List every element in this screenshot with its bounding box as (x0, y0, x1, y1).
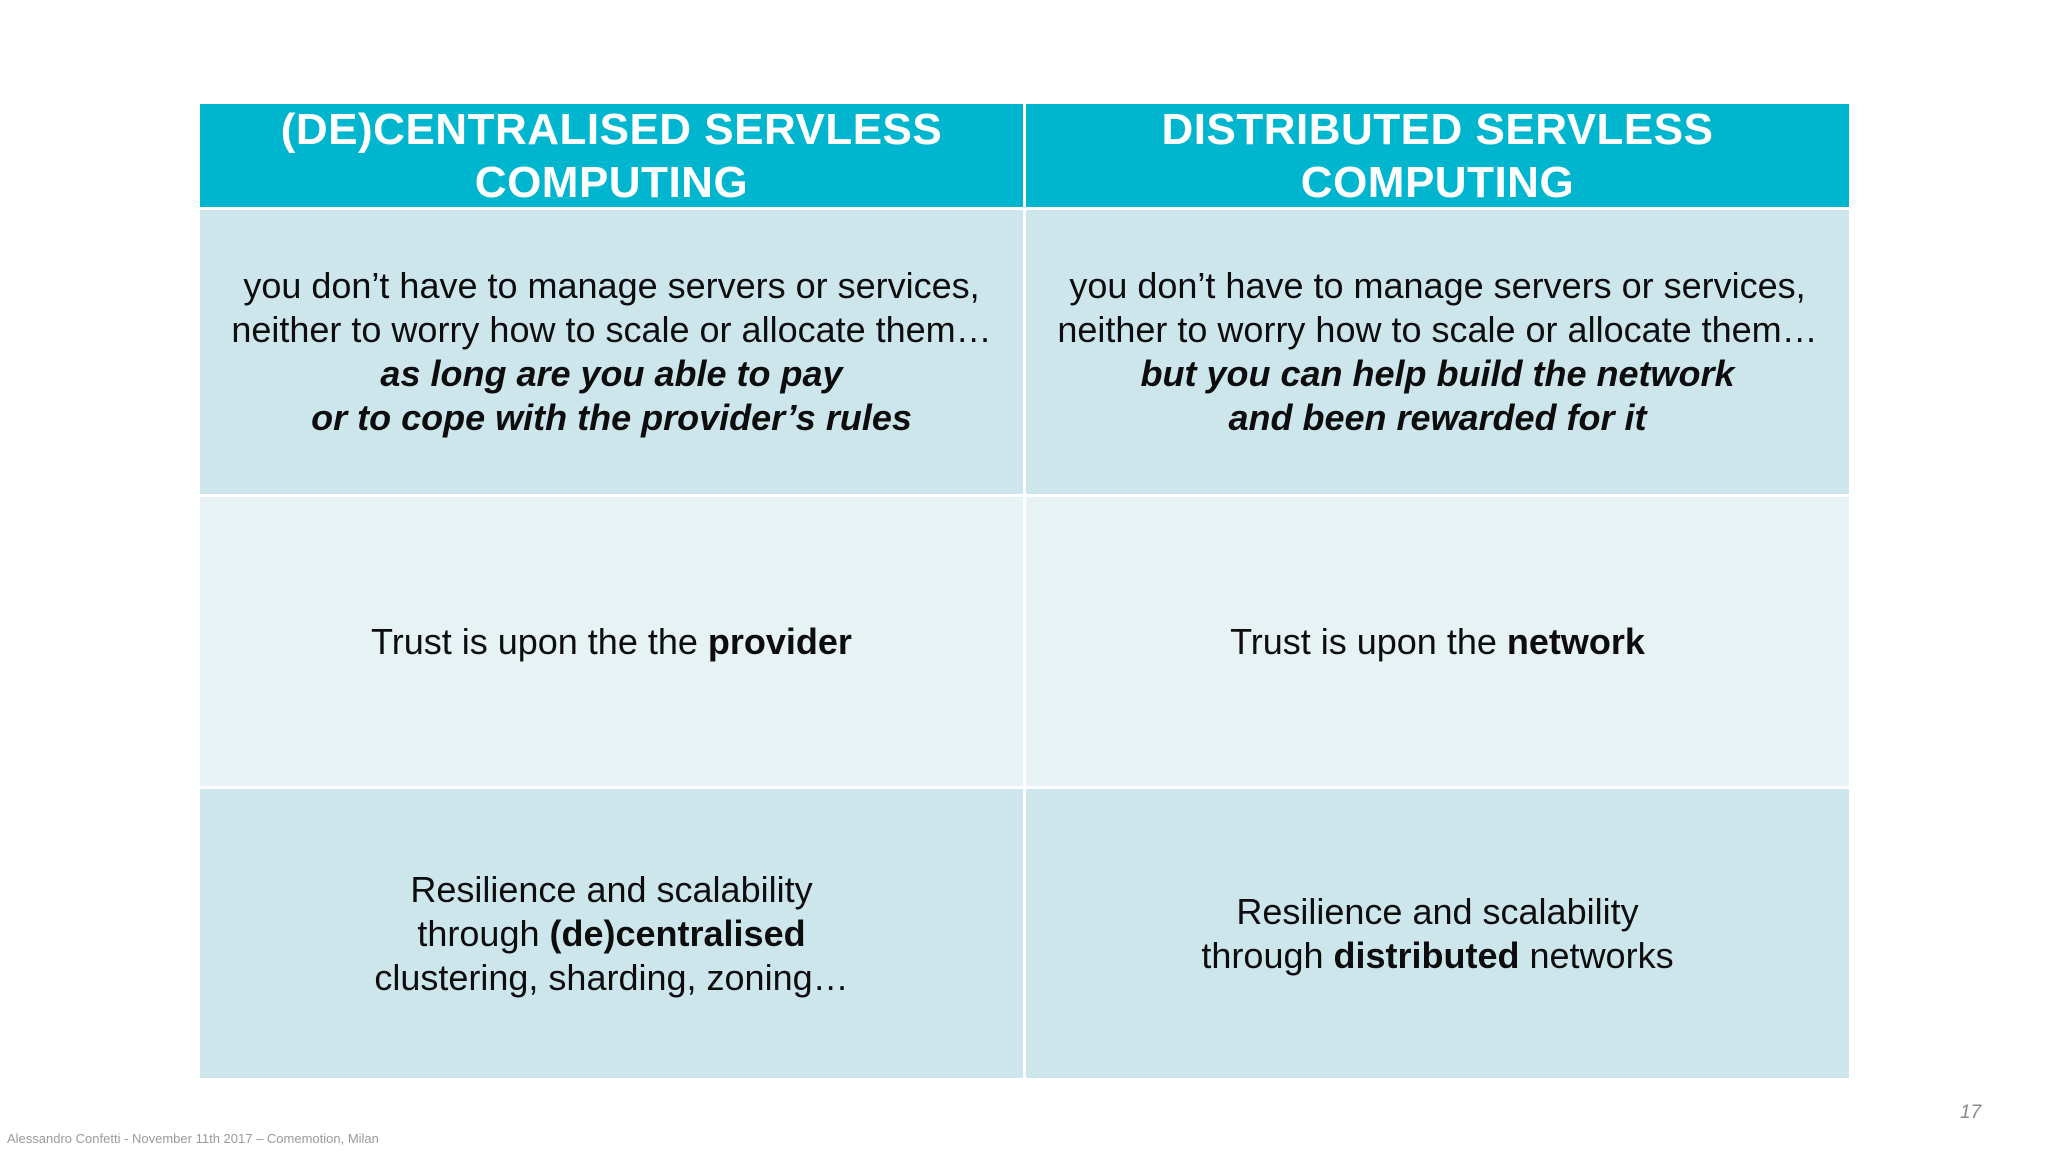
management-decentralised-text: you don’t have to manage servers or serv… (231, 264, 991, 440)
header-distributed: DISTRIBUTED SERVLESS COMPUTING (1026, 104, 1849, 207)
bold-fragment: provider (707, 620, 852, 662)
emphasis-line: and been rewarded for it (1228, 397, 1647, 438)
bold-fragment: (de)centralised (549, 912, 806, 954)
text-line: neither to worry how to scale or allocat… (1057, 309, 1818, 350)
text-line: you don’t have to manage servers or serv… (243, 265, 980, 306)
header-distributed-text: DISTRIBUTED SERVLESS COMPUTING (1161, 104, 1714, 207)
cell-management-distributed: you don’t have to manage servers or serv… (1026, 210, 1849, 494)
cell-trust-decentralised: Trust is upon the the provider (200, 497, 1023, 786)
text-fragment: Trust is upon the the (371, 620, 708, 662)
text-fragment: through (417, 912, 550, 954)
text-line: clustering, sharding, zoning… (374, 956, 849, 998)
text-fragment: through (1201, 934, 1334, 976)
emphasis-line: but you can help build the network (1140, 353, 1735, 394)
text-line: neither to worry how to scale or allocat… (231, 309, 992, 350)
text-line: Resilience and scalability (410, 868, 813, 910)
bold-fragment: network (1506, 620, 1645, 662)
cell-resilience-distributed: Resilience and scalability through distr… (1026, 789, 1849, 1078)
text-line: through distributed networks (1201, 934, 1673, 978)
text-fragment: Trust is upon the (1230, 620, 1507, 662)
header-decentralised-text: (DE)CENTRALISED SERVLESS COMPUTING (280, 104, 943, 207)
bold-fragment: distributed (1333, 934, 1520, 976)
resilience-decentralised-text: Resilience and scalability through (de)c… (374, 868, 848, 1000)
cell-trust-distributed: Trust is upon the network (1026, 497, 1849, 786)
cell-management-decentralised: you don’t have to manage servers or serv… (200, 210, 1023, 494)
trust-distributed-text: Trust is upon the network (1230, 620, 1645, 664)
comparison-table: (DE)CENTRALISED SERVLESS COMPUTING DISTR… (200, 104, 1849, 1078)
text-line: you don’t have to manage servers or serv… (1069, 265, 1806, 306)
trust-decentralised-text: Trust is upon the the provider (371, 620, 852, 664)
text-line: Resilience and scalability (1236, 890, 1639, 932)
resilience-distributed-text: Resilience and scalability through distr… (1201, 890, 1673, 978)
page-number: 17 (1960, 1102, 1982, 1123)
header-decentralised: (DE)CENTRALISED SERVLESS COMPUTING (200, 104, 1023, 207)
text-line: through (de)centralised (374, 912, 848, 956)
cell-resilience-decentralised: Resilience and scalability through (de)c… (200, 789, 1023, 1078)
footer-credit: Alessandro Confetti - November 11th 2017… (7, 1131, 379, 1146)
emphasis-line: as long are you able to pay (380, 353, 843, 394)
text-fragment: networks (1519, 934, 1674, 976)
emphasis-line: or to cope with the provider’s rules (311, 397, 912, 438)
management-distributed-text: you don’t have to manage servers or serv… (1057, 264, 1817, 440)
